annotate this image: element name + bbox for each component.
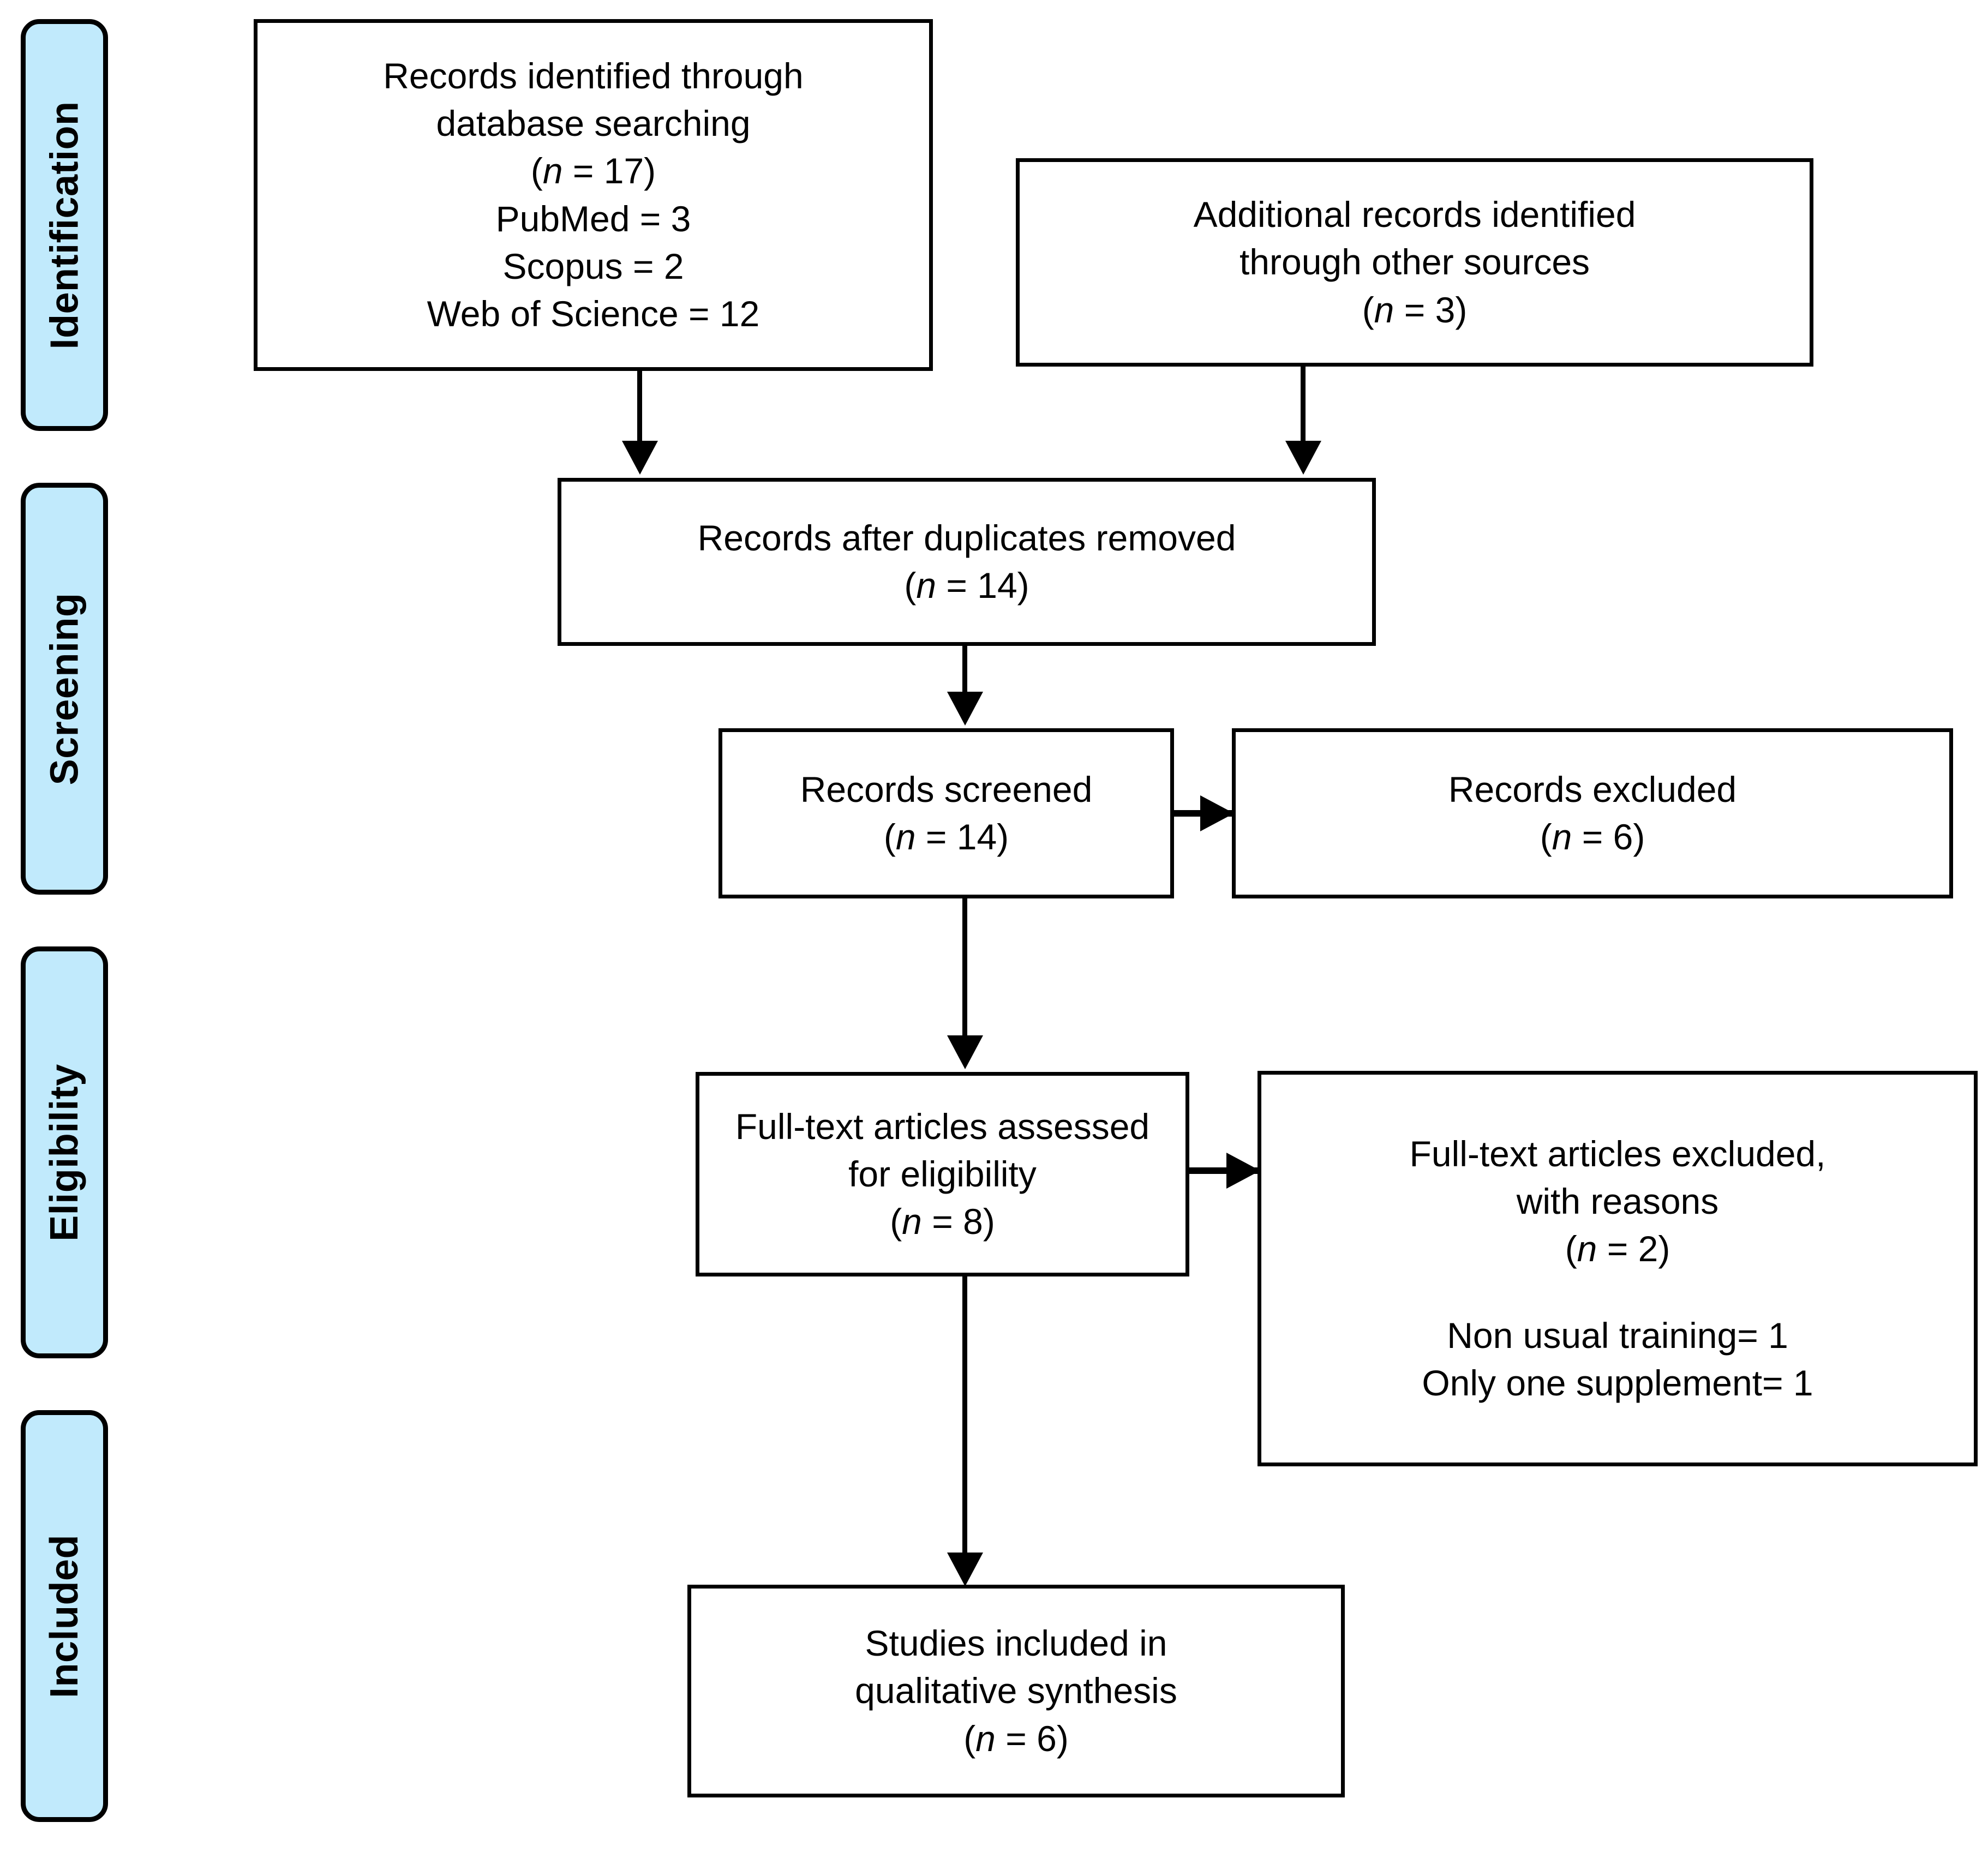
connector-duplicates-to-screened [962,646,967,694]
arrowhead-db-to-duplicates [622,441,658,475]
box-line: (n = 6) [1540,817,1645,857]
arrowhead-other-to-duplicates [1285,441,1321,475]
box-records-screened: Records screened (n = 14) [718,728,1174,898]
arrowhead-screened-to-excluded [1200,795,1234,831]
box-fulltext-articles-assessed: Full-text articles assessed for eligibil… [696,1072,1189,1276]
box-line: Additional records identified [1193,194,1636,235]
box-line: Records identified through [383,56,804,97]
box-line: database searching [436,103,751,144]
phase-eligibility: Eligibility [21,946,108,1358]
phase-included: Included [21,1410,108,1822]
box-line: (n = 3) [1362,289,1468,330]
arrowhead-duplicates-to-screened [947,692,983,726]
box-line: (n = 8) [890,1201,995,1242]
connector-db-to-duplicates [637,371,642,443]
arrowhead-fulltext-to-included [947,1553,983,1586]
arrowhead-screened-to-fulltext [947,1035,983,1069]
phase-screening-label: Screening [43,592,86,785]
box-line: PubMed = 3 [495,198,691,239]
box-line: Scopus = 2 [502,245,684,286]
box-line: (n = 17) [530,151,656,191]
box-line: Records after duplicates removed [697,517,1236,558]
box-line: Web of Science = 12 [427,293,760,334]
box-records-excluded: Records excluded (n = 6) [1232,728,1953,898]
box-studies-included: Studies included in qualitative synthesi… [687,1585,1345,1797]
box-additional-records-other-sources: Additional records identified through ot… [1016,158,1813,367]
box-line: Records excluded [1448,769,1737,810]
box-line: (n = 14) [883,817,1009,857]
phase-identification-label: Identification [43,101,86,349]
connector-other-to-duplicates [1301,367,1306,443]
phase-included-label: Included [43,1534,87,1698]
box-line: Studies included in [865,1623,1167,1664]
phase-screening: Screening [21,483,108,895]
connector-fulltext-to-included [962,1276,967,1555]
connector-screened-to-fulltext [962,898,967,1038]
box-line: (n = 2) [1565,1228,1670,1269]
box-line: Full-text articles excluded, [1409,1133,1826,1174]
box-line: through other sources [1239,242,1590,283]
box-line-reason: Non usual training= 1 [1447,1315,1788,1356]
phase-identification: Identification [21,19,108,431]
box-fulltext-articles-excluded: Full-text articles excluded, with reason… [1258,1071,1978,1466]
box-line: Records screened [800,769,1093,810]
box-line: for eligibility [848,1153,1037,1194]
box-line: (n = 6) [963,1718,1069,1759]
box-line-reason: Only one supplement= 1 [1422,1363,1813,1404]
box-line: with reasons [1516,1180,1719,1221]
arrowhead-fulltext-to-excluded [1226,1153,1260,1189]
box-line: qualitative synthesis [855,1670,1177,1711]
phase-eligibility-label: Eligibility [43,1063,86,1242]
box-line: (n = 14) [904,565,1029,606]
box-records-after-duplicates-removed: Records after duplicates removed (n = 14… [558,478,1376,646]
box-line: Full-text articles assessed [735,1106,1150,1147]
box-records-identified-database: Records identified through database sear… [254,19,933,371]
